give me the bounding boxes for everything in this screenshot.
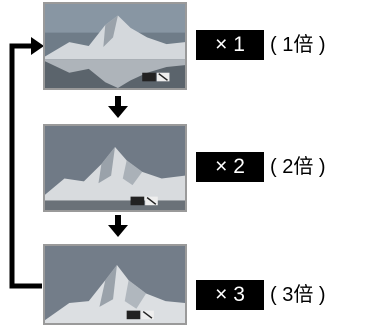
- down-arrow-icon: [108, 215, 128, 237]
- zoom-preview-3x: [43, 244, 187, 325]
- battery-status-icon: [130, 196, 158, 206]
- down-arrow-icon: [108, 96, 128, 118]
- battery-status-icon: [142, 72, 170, 82]
- loop-arrow-icon: [9, 37, 44, 289]
- zoom-preview-1x: [43, 2, 187, 90]
- zoom-label-1: ( 1倍 ): [270, 34, 326, 56]
- zoom-preview-2x: [43, 124, 187, 212]
- zoom-label-3: ( 3倍 ): [270, 284, 326, 306]
- zoom-badge-2: × 2: [196, 152, 264, 182]
- battery-status-icon: [126, 310, 154, 320]
- zoom-badge-3: × 3: [196, 280, 264, 310]
- zoom-label-2: ( 2倍 ): [270, 156, 326, 178]
- zoom-badge-1: × 1: [196, 30, 264, 60]
